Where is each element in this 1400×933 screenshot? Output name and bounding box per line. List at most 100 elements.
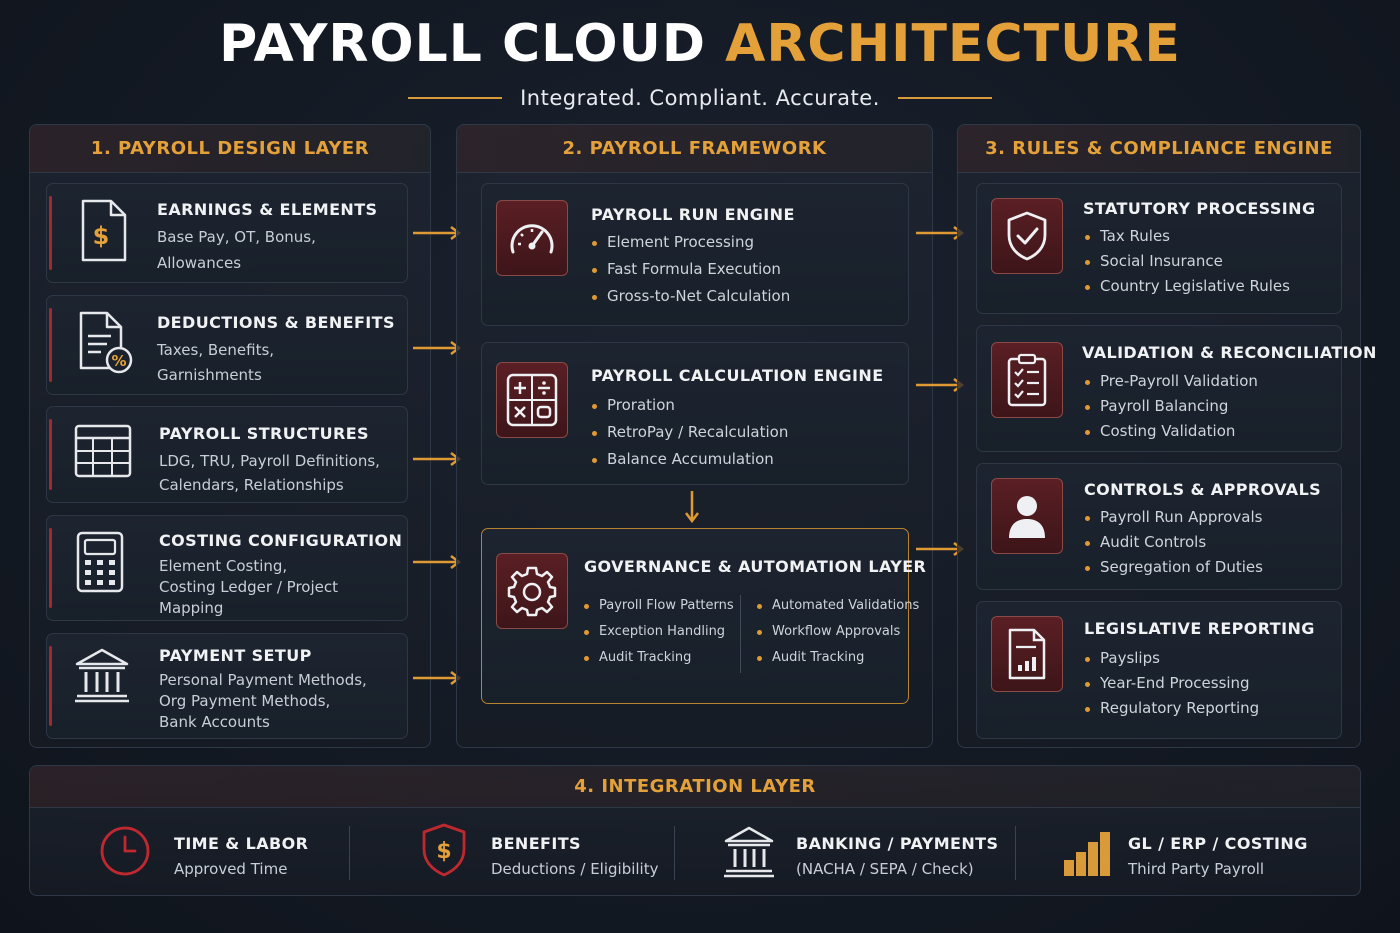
integration-item-gl-erp-costing[interactable]: GL / ERP / COSTING Third Party Payroll: [1062, 822, 1322, 882]
integration-subtitle: Third Party Payroll: [1128, 860, 1265, 878]
payroll-structures-card[interactable]: PAYROLL STRUCTURES LDG, TRU, Payroll Def…: [46, 406, 408, 503]
user-icon-box: [991, 478, 1063, 554]
svg-text:%: %: [111, 352, 126, 370]
bank-icon: [75, 648, 129, 703]
payroll-run-engine-card[interactable]: PAYROLL RUN ENGINE Element Processing Fa…: [481, 183, 909, 326]
bullet-item: Regulatory Reporting: [1085, 696, 1259, 721]
integration-divider: [674, 826, 675, 880]
bullet-list: Element Processing Fast Formula Executio…: [592, 229, 790, 310]
card-title: DEDUCTIONS & BENEFITS: [157, 313, 395, 332]
gear-icon-box: [496, 553, 568, 629]
statutory-processing-card[interactable]: STATUTORY PROCESSING Tax Rules Social In…: [976, 183, 1342, 314]
integration-title: GL / ERP / COSTING: [1128, 834, 1308, 853]
card-title: LEGISLATIVE REPORTING: [1084, 619, 1315, 638]
integration-item-benefits[interactable]: $ BENEFITS Deductions / Eligibility: [418, 822, 688, 882]
payment-setup-card[interactable]: PAYMENT SETUP Personal Payment Methods, …: [46, 633, 408, 739]
card-title: VALIDATION & RECONCILIATION: [1082, 343, 1377, 362]
bullet-item: Balance Accumulation: [592, 446, 788, 473]
bullet-item: Proration: [592, 392, 788, 419]
payroll-calculation-engine-card[interactable]: PAYROLL CALCULATION ENGINE Proration Ret…: [481, 342, 909, 485]
bullet-list: Proration RetroPay / Recalculation Balan…: [592, 392, 788, 473]
svg-text:$: $: [93, 222, 110, 250]
card-text-line: Taxes, Benefits,: [157, 341, 275, 359]
card-text-line: Allowances: [157, 254, 242, 272]
speedometer-icon-box: [496, 200, 568, 276]
bullet-item: Year-End Processing: [1085, 671, 1259, 696]
card-title: PAYMENT SETUP: [159, 646, 312, 665]
validation-reconciliation-card[interactable]: VALIDATION & RECONCILIATION Pre-Payroll …: [976, 325, 1376, 452]
design-layer-header: 1. PAYROLL DESIGN LAYER: [30, 125, 430, 173]
page-title: PAYROLL CLOUD ARCHITECTURE: [0, 14, 1400, 74]
card-text-line: Personal Payment Methods,: [159, 671, 367, 689]
calculator-symbols-icon: [506, 373, 558, 427]
report-chart-icon-box: [991, 616, 1063, 692]
clock-icon: [100, 826, 150, 876]
bar-chart-icon: [1064, 832, 1110, 876]
card-text-line: Mapping: [159, 599, 224, 617]
bullet-item: Exception Handling: [584, 619, 734, 645]
integration-item-time-labor[interactable]: TIME & LABOR Approved Time: [96, 822, 356, 882]
bullet-list: Tax Rules Social Insurance Country Legis…: [1085, 224, 1290, 299]
bank-icon: [724, 826, 774, 878]
title-main: PAYROLL CLOUD: [219, 14, 707, 74]
bullet-item: Audit Tracking: [757, 645, 919, 671]
bullet-item: Audit Controls: [1085, 530, 1263, 555]
percent-document-icon: %: [79, 311, 133, 374]
svg-text:$: $: [436, 839, 451, 864]
integration-layer: 4. INTEGRATION LAYER TIME & LABOR Approv…: [29, 765, 1361, 896]
legislative-reporting-card[interactable]: LEGISLATIVE REPORTING Payslips Year-End …: [976, 601, 1342, 739]
bullet-list: Pre-Payroll Validation Payroll Balancing…: [1085, 369, 1258, 444]
integration-title: BENEFITS: [491, 834, 581, 853]
subtitle-right-line: [897, 97, 992, 99]
integration-item-banking-payments[interactable]: BANKING / PAYMENTS (NACHA / SEPA / Check…: [722, 822, 1012, 882]
arrow-down-icon: [685, 491, 699, 524]
shield-check-icon: [1007, 211, 1047, 261]
bullet-item: Segregation of Duties: [1085, 555, 1263, 580]
card-text-line: Org Payment Methods,: [159, 692, 331, 710]
integration-title: TIME & LABOR: [174, 834, 309, 853]
card-title: GOVERNANCE & AUTOMATION LAYER: [584, 557, 927, 576]
bullet-item: Audit Tracking: [584, 645, 734, 671]
framework-header: 2. PAYROLL FRAMEWORK: [457, 125, 932, 173]
card-text-line: Base Pay, OT, Bonus,: [157, 228, 316, 246]
card-title: PAYROLL RUN ENGINE: [591, 205, 795, 224]
bullet-item: Pre-Payroll Validation: [1085, 369, 1258, 394]
bullet-item: Workflow Approvals: [757, 619, 919, 645]
integration-subtitle: Approved Time: [174, 860, 288, 878]
card-title: CONTROLS & APPROVALS: [1084, 480, 1322, 499]
deductions-benefits-card[interactable]: % DEDUCTIONS & BENEFITS Taxes, Benefits,…: [46, 295, 408, 395]
integration-subtitle: (NACHA / SEPA / Check): [796, 860, 974, 878]
rules-compliance-column: 3. RULES & COMPLIANCE ENGINE STATUTORY P…: [957, 124, 1376, 748]
clipboard-checklist-icon-box: [991, 342, 1063, 418]
card-text-line: Calendars, Relationships: [159, 476, 344, 494]
bullet-item: Element Processing: [592, 229, 790, 256]
calculator-icon: [76, 531, 124, 593]
rules-compliance-header: 3. RULES & COMPLIANCE ENGINE: [958, 125, 1360, 173]
bullet-item: Country Legislative Rules: [1085, 274, 1290, 299]
bullet-item: Tax Rules: [1085, 224, 1290, 249]
shield-check-icon-box: [991, 198, 1063, 274]
dollar-shield-icon: $: [422, 823, 466, 877]
earnings-elements-card[interactable]: $ EARNINGS & ELEMENTS Base Pay, OT, Bonu…: [46, 183, 408, 283]
integration-header: 4. INTEGRATION LAYER: [30, 766, 1360, 808]
card-title: COSTING CONFIGURATION: [159, 531, 403, 550]
grid-table-icon: [74, 424, 132, 478]
design-layer-column: 1. PAYROLL DESIGN LAYER $ EARNINGS & ELE…: [29, 124, 431, 748]
costing-configuration-card[interactable]: COSTING CONFIGURATION Element Costing, C…: [46, 515, 408, 621]
speedometer-icon: [510, 224, 554, 254]
integration-divider: [1015, 826, 1016, 880]
card-text-line: Garnishments: [157, 366, 262, 384]
card-text-line: LDG, TRU, Payroll Definitions,: [159, 452, 380, 470]
bullet-item: Payroll Run Approvals: [1085, 505, 1263, 530]
bullet-item: Social Insurance: [1085, 249, 1290, 274]
controls-approvals-card[interactable]: CONTROLS & APPROVALS Payroll Run Approva…: [976, 463, 1342, 590]
card-title: STATUTORY PROCESSING: [1083, 199, 1316, 218]
governance-automation-card[interactable]: GOVERNANCE & AUTOMATION LAYER Payroll Fl…: [481, 528, 926, 704]
bullet-list-right: Automated Validations Workflow Approvals…: [757, 593, 919, 671]
integration-subtitle: Deductions / Eligibility: [491, 860, 659, 878]
bullet-list: Payroll Run Approvals Audit Controls Seg…: [1085, 505, 1263, 580]
bullet-item: Payslips: [1085, 646, 1259, 671]
integration-divider: [349, 826, 350, 880]
bullet-list: Payslips Year-End Processing Regulatory …: [1085, 646, 1259, 721]
card-title: PAYROLL CALCULATION ENGINE: [591, 366, 884, 385]
